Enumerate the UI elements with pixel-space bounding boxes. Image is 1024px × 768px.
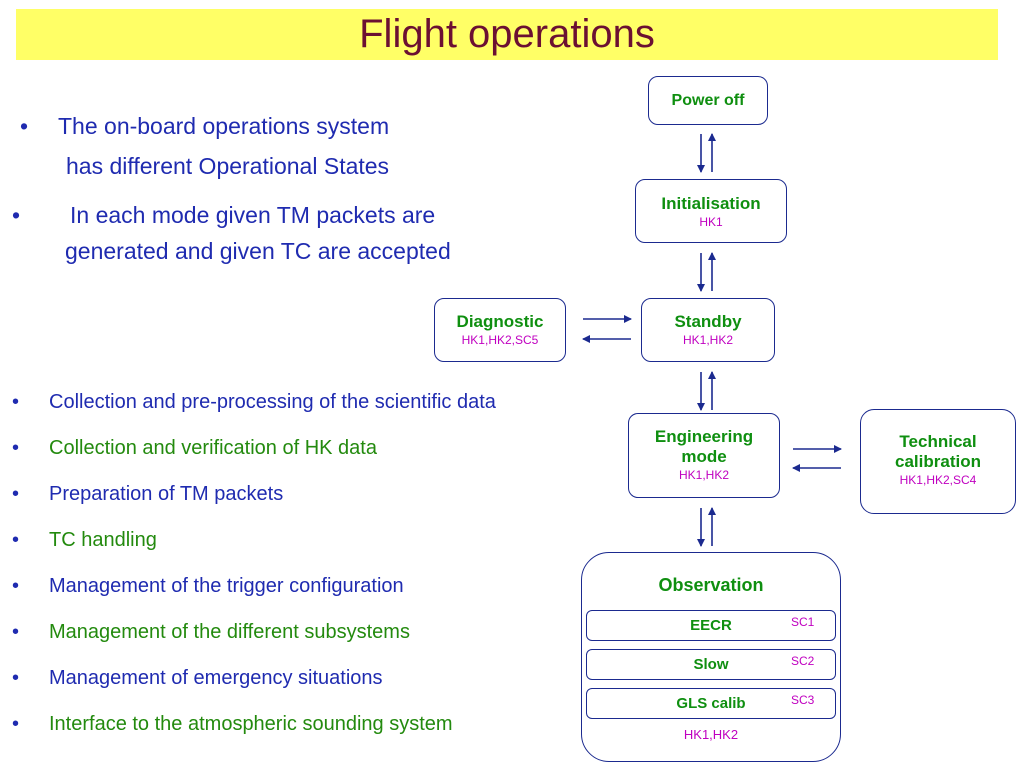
feature-text: Preparation of TM packets	[49, 483, 284, 505]
state-name-line2: calibration	[895, 452, 981, 471]
state-observation: Observation EECR SC1 Slow SC2 GLS calib …	[581, 552, 841, 762]
state-name: Diagnostic	[456, 312, 544, 331]
state-power-off: Power off	[648, 76, 768, 125]
intro-bullet-2-line1: In each mode given TM packets are	[70, 202, 436, 228]
feature-text: Management of the trigger configuration	[49, 575, 404, 597]
bullet-dot: •	[12, 529, 20, 551]
state-name-line1: Engineering	[654, 427, 754, 446]
bullet-dot: •	[12, 483, 20, 505]
intro-bullet-1-line2: has different Operational States	[66, 153, 390, 179]
feature-text: Collection and pre-processing of the sci…	[49, 391, 496, 413]
intro-bullet-2-line2: generated and given TC are accepted	[65, 238, 451, 264]
bullet-dot: •	[12, 667, 20, 689]
feature-item: • TC handling	[12, 525, 157, 555]
submode-gls-calib: GLS calib SC3	[586, 688, 836, 719]
feature-text: Management of emergency situations	[49, 667, 383, 689]
submode-name: GLS calib	[676, 695, 746, 712]
state-technical-calibration: Technical calibration HK1,HK2,SC4	[860, 409, 1016, 514]
state-hk: HK1,HK2	[682, 333, 734, 347]
feature-text: TC handling	[49, 529, 157, 551]
feature-item: • Management of the trigger configuration	[12, 571, 404, 601]
state-standby: Standby HK1,HK2	[641, 298, 775, 362]
feature-text: Interface to the atmospheric sounding sy…	[49, 713, 453, 735]
feature-text: Collection and verification of HK data	[49, 437, 377, 459]
state-name: Observation	[658, 575, 764, 595]
state-initialisation: Initialisation HK1	[635, 179, 787, 243]
feature-item: • Management of the different subsystems	[12, 617, 410, 647]
bullet-dot: •	[12, 713, 20, 735]
state-name-line2: mode	[681, 447, 727, 466]
submode-name: EECR	[690, 617, 732, 634]
state-name-line1: Technical	[899, 432, 977, 451]
state-name: Standby	[674, 312, 742, 331]
state-name: Power off	[671, 92, 745, 109]
submode-sc: SC3	[791, 693, 815, 707]
submode-slow: Slow SC2	[586, 649, 836, 680]
state-hk: HK1	[699, 215, 723, 229]
state-diagnostic: Diagnostic HK1,HK2,SC5	[434, 298, 566, 362]
feature-item: • Collection and pre-processing of the sc…	[12, 387, 496, 417]
state-engineering-mode: Engineering mode HK1,HK2	[628, 413, 780, 498]
submode-sc: SC1	[791, 615, 815, 629]
bullet-dot: •	[12, 437, 20, 459]
state-hk: HK1,HK2	[678, 468, 730, 482]
bullet-dot: •	[12, 391, 20, 413]
feature-item: • Management of emergency situations	[12, 663, 383, 693]
feature-text: Management of the different subsystems	[49, 621, 410, 643]
submode-eecr: EECR SC1	[586, 610, 836, 641]
page-title: Flight operations	[359, 12, 655, 56]
state-hk: HK1,HK2,SC4	[899, 473, 977, 487]
feature-item: • Collection and verification of HK data	[12, 433, 377, 463]
feature-item: • Preparation of TM packets	[12, 479, 283, 509]
intro-bullet-1-line1: The on-board operations system	[58, 113, 390, 139]
title-bar: Flight operations	[16, 9, 998, 60]
state-hk: HK1,HK2,SC5	[461, 333, 539, 347]
bullet-dot: •	[12, 575, 20, 597]
bullet-dot: •	[20, 113, 29, 139]
bullet-dot: •	[12, 621, 20, 643]
submode-name: Slow	[693, 656, 729, 673]
state-hk: HK1,HK2	[683, 727, 739, 742]
bullet-dot: •	[12, 202, 21, 228]
feature-item: • Interface to the atmospheric sounding s…	[12, 709, 453, 739]
state-name: Initialisation	[661, 194, 761, 213]
submode-sc: SC2	[791, 654, 815, 668]
